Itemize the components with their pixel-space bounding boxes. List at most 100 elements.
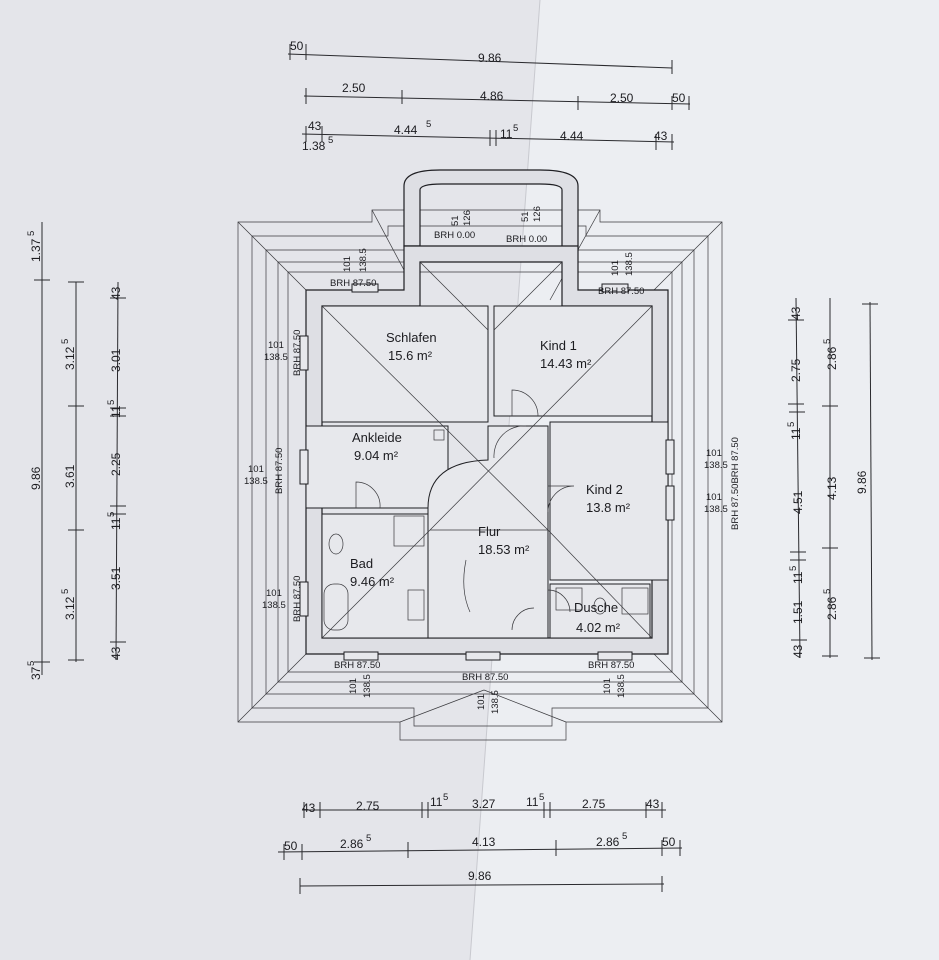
win-schlafen-left-height: 138.5 — [264, 352, 288, 363]
dim-bottom-3-27: 3.27 — [472, 797, 496, 811]
roof-ridge-lines — [321, 261, 653, 639]
win-kind2-right-brh: BRH 87.50BRH 87.50 — [730, 437, 741, 530]
dim-right-2-86-top: 2.86 — [825, 346, 839, 370]
dim-right-2-86-top-sup: 5 — [822, 339, 833, 344]
doors — [355, 389, 575, 631]
dim-top-2-50-left: 2.50 — [342, 81, 366, 95]
win-flur-bottom-width: 101 — [476, 694, 487, 710]
win-kind1-top-width: 101 — [610, 260, 621, 276]
room-kind1 — [493, 305, 653, 417]
win-bay-left-width: 51 — [450, 215, 461, 226]
dim-top-43-left: 43 — [308, 119, 322, 133]
dim-top-50: 50 — [290, 39, 304, 53]
room-label-flur-area: 18.53 m² — [478, 542, 530, 557]
dim-left-3-51: 3.51 — [109, 566, 123, 590]
dim-top-11-sup: 5 — [513, 123, 518, 134]
dim-left-37-sup: 5 — [26, 661, 37, 666]
dim-bottom-2-86-left-sup: 5 — [366, 833, 371, 844]
dim-left-37: 37 — [29, 666, 43, 680]
win-bad-bottom-height: 138.5 — [362, 674, 373, 698]
dim-left-11-top: 11 — [109, 405, 123, 418]
dim-right-4-13: 4.13 — [825, 476, 839, 500]
dim-top-4-86: 4.86 — [480, 89, 504, 103]
win-flur-bottom-height: 138.5 — [490, 690, 501, 714]
win-schlafen-top-width: 101 — [342, 256, 353, 272]
dim-left-3-12-bottom: 3.12 — [63, 596, 77, 620]
win-bad-left-height: 138.5 — [262, 600, 286, 611]
win-kind2-right-a-height: 138.5 — [704, 460, 728, 471]
win-bad-left-width: 101 — [266, 588, 282, 599]
win-schlafen-left-brh: BRH 87.50 — [292, 330, 303, 376]
dim-bottom-50-left: 50 — [284, 839, 298, 853]
shower-tray-icon — [555, 587, 583, 611]
dim-left-1-37-sup: 5 — [26, 231, 37, 236]
dim-right-11-bottom: 11 — [791, 571, 805, 584]
dim-right-1-51: 1.51 — [791, 600, 805, 624]
dim-bottom-43-right: 43 — [646, 797, 660, 811]
dim-bottom-2-86-right: 2.86 — [596, 835, 620, 849]
room-kind2 — [549, 421, 669, 581]
win-kind2-right-b-height: 138.5 — [704, 504, 728, 515]
win-dusche-bottom-height: 138.5 — [616, 674, 627, 698]
dim-left-3-12-top: 3.12 — [63, 346, 77, 370]
right-dimension-lines — [788, 297, 880, 661]
room-label-bad-area: 9.46 m² — [350, 574, 395, 589]
chimney-icon — [433, 429, 445, 441]
room-label-kind2-name: Kind 2 — [586, 482, 623, 497]
win-bad-left-brh: BRH 87.50 — [292, 576, 303, 622]
room-dusche — [549, 583, 651, 639]
dim-bottom-11-left-sup: 5 — [443, 792, 448, 803]
dim-left-total: 9.86 — [29, 466, 43, 490]
shower-tray-icon-2 — [621, 587, 649, 615]
dim-left-43-bottom: 43 — [109, 646, 123, 660]
win-bay-left-brh: BRH 0.00 — [434, 230, 475, 241]
bottom-dimension-lines — [277, 802, 683, 894]
dim-left-3-01: 3.01 — [109, 348, 123, 372]
room-label-schlafen-name: Schlafen — [386, 330, 437, 345]
dim-right-11-top-sup: 5 — [786, 422, 797, 427]
win-ankleide-left-brh: BRH 87.50 — [274, 448, 285, 494]
dim-right-total: 9.86 — [855, 470, 869, 494]
dim-top-1-38: 1.38 — [302, 139, 326, 153]
dim-left-43-top: 43 — [109, 286, 123, 300]
dim-right-2-86-bottom: 2.86 — [825, 596, 839, 620]
dim-top-4-44-left: 4.44 — [394, 123, 418, 137]
bathtub-icon — [323, 583, 349, 631]
win-bad-bottom-brh: BRH 87.50 — [334, 660, 380, 671]
room-bad — [321, 513, 429, 639]
shower-toilet-icon — [593, 597, 607, 615]
win-schlafen-top-brh: BRH 87.50 — [330, 278, 376, 289]
win-dusche-bottom-width: 101 — [602, 678, 613, 694]
room-label-kind2-area: 13.8 m² — [586, 500, 631, 515]
win-dusche-bottom-brh: BRH 87.50 — [588, 660, 634, 671]
dim-bottom-4-13: 4.13 — [472, 835, 496, 849]
dim-left-3-61: 3.61 — [63, 464, 77, 488]
room-label-dusche-name: Dusche — [574, 600, 618, 615]
dim-right-11-top: 11 — [789, 427, 803, 440]
dim-right-2-75: 2.75 — [789, 358, 803, 382]
dim-right-2-86-bottom-sup: 5 — [822, 589, 833, 594]
room-label-schlafen-area: 15.6 m² — [388, 348, 433, 363]
toilet-icon — [328, 533, 344, 555]
dim-bottom-11-right: 11 — [526, 795, 539, 809]
dim-top-1-38-sup: 5 — [328, 135, 333, 146]
dim-left-11-bottom-sup: 5 — [106, 512, 117, 517]
dim-bottom-total: 9.86 — [468, 869, 492, 883]
dim-top-50-right: 50 — [672, 91, 686, 105]
dim-left-1-37: 1.37 — [29, 238, 43, 262]
dim-left-11-top-sup: 5 — [106, 400, 117, 405]
win-bay-right-width: 51 — [520, 211, 531, 222]
dim-top-4-44-right: 4.44 — [560, 129, 584, 143]
room-label-kind1-area: 14.43 m² — [540, 356, 592, 371]
room-label-flur-name: Flur — [478, 524, 501, 539]
dim-bottom-11-left: 11 — [430, 795, 443, 809]
win-schlafen-top-height: 138.5 — [358, 248, 369, 272]
room-label-ankleide-area: 9.04 m² — [354, 448, 399, 463]
dim-top-11: 11 — [500, 127, 513, 141]
win-ankleide-left-height: 138.5 — [244, 476, 268, 487]
dim-left-11-bottom: 11 — [109, 517, 123, 530]
room-schlafen — [321, 305, 489, 423]
win-kind2-right-b-width: 101 — [706, 492, 722, 503]
left-dimension-lines — [34, 222, 126, 675]
